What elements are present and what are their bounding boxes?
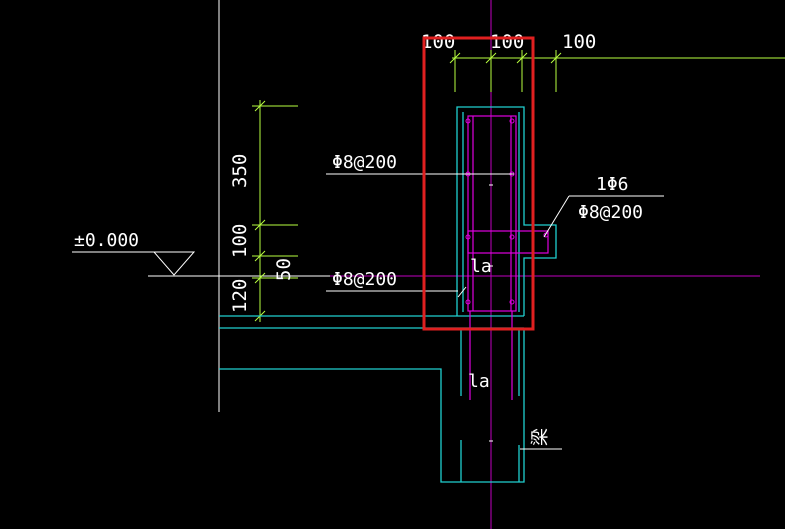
center-marks [489,184,493,442]
lower-stirrup [467,230,549,254]
corner-bar-label: 1Φ6 [596,174,629,195]
leader-lines [326,173,664,450]
beam-label: 梁 [530,428,551,446]
anchorage-label-upper: la [470,256,492,277]
top-dim-1: 100 [421,31,455,53]
upstand-outline [456,106,557,316]
highlight-box [422,36,535,331]
top-dim-3: 100 [562,31,596,53]
upper-stirrup [467,115,517,312]
beam-outline [219,328,525,483]
rebar-label-lower: Φ8@200 [332,269,397,290]
top-dim-2: 100 [490,31,524,53]
anchorage-label-lower: la [468,371,490,392]
vertical-dim-100: 100 [229,224,251,258]
corner-stirrup-label: Φ8@200 [578,202,643,223]
vertical-dim-350: 350 [229,154,251,188]
elevation-label: ±0.000 [74,230,139,251]
vertical-dim-120: 120 [229,279,251,313]
vertical-dim-50: 50 [273,258,295,281]
rebar-label-upper: Φ8@200 [332,152,397,173]
rebar-cage [467,115,549,400]
elevation-marker: ±0.000 [72,230,330,277]
top-dimensions [449,50,785,92]
